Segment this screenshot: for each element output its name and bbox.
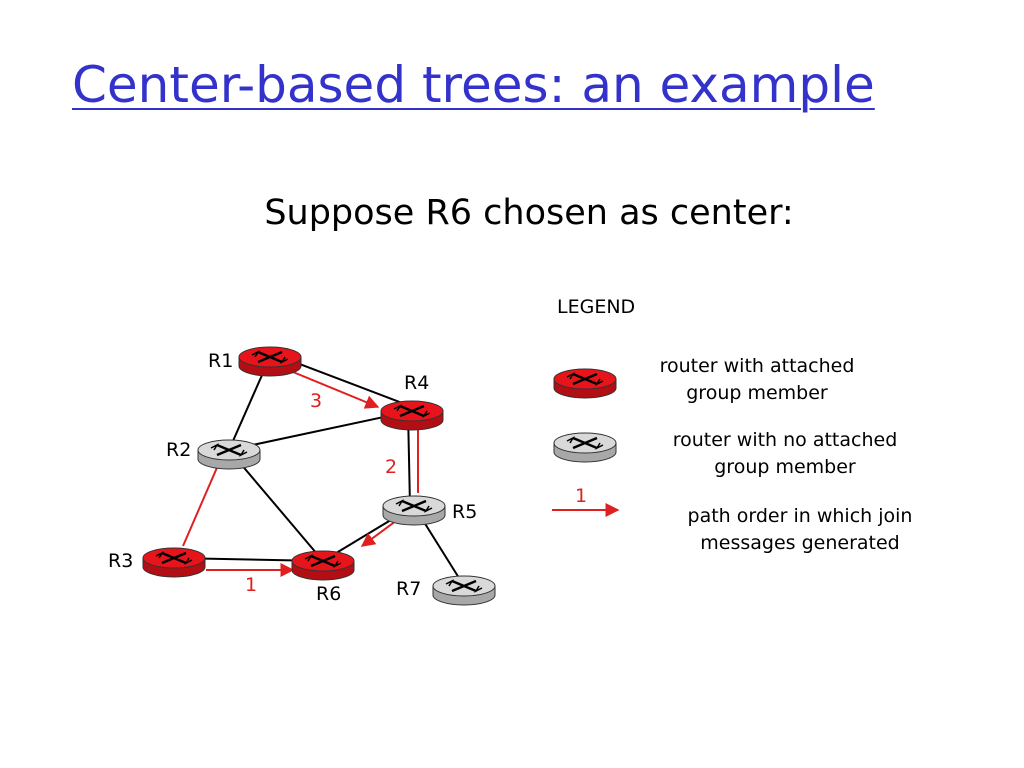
legend-graphics: 1 [552,368,620,517]
router-label-r2: R2 [166,439,191,461]
link-r2-r6 [228,449,324,562]
router-label-r1: R1 [208,350,233,372]
routers [142,346,496,606]
join-order-label-1: 1 [245,574,257,596]
join-order-label-3: 3 [310,390,322,412]
join-path-3-r1-r4 [292,371,380,409]
router-r2 [197,439,261,470]
legend-heading: LEGEND [557,296,636,318]
router-r1 [238,346,302,377]
router-r7 [432,575,496,606]
router-label-r6: R6 [316,583,341,605]
legend-member-router-icon [553,368,617,399]
join-paths: 1 2 3 [182,371,419,596]
router-r4 [380,400,444,431]
router-label-r3: R3 [108,550,133,572]
slide-title: Center-based trees: an example [72,56,875,114]
legend-nonmember-router-icon [553,432,617,463]
slide-subtitle: Suppose R6 chosen as center: [264,193,794,233]
router-r5 [382,495,446,526]
join-order-label-2: 2 [385,456,397,478]
router-label-r5: R5 [452,501,477,523]
router-label-r4: R4 [404,372,429,394]
router-r6 [291,550,355,581]
legend-path-order-label: 1 [575,485,587,507]
join-path-r3-r2 [182,462,220,547]
router-label-r7: R7 [396,578,421,600]
router-r3 [142,547,206,578]
